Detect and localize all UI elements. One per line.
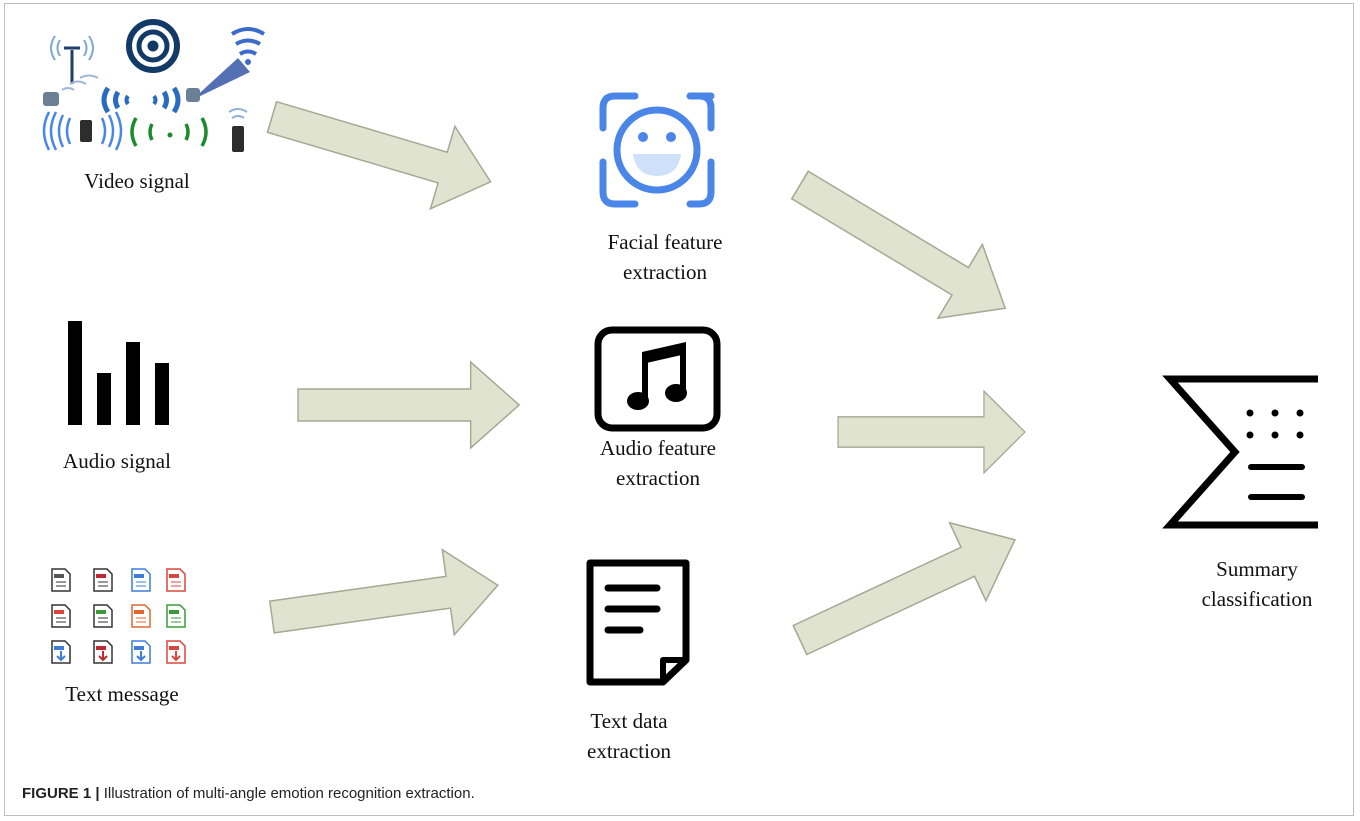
figure-frame <box>4 3 1354 816</box>
sigma-summary-icon <box>1162 375 1318 529</box>
summary-line1: Summary <box>1216 557 1298 581</box>
caption-text: Illustration of multi-angle emotion reco… <box>99 785 475 802</box>
text-data-label: Text data extraction <box>549 706 709 766</box>
facial-feature-line1: Facial feature <box>607 230 723 254</box>
text-data-line2: extraction <box>587 739 671 763</box>
text-data-line1: Text data <box>590 709 668 733</box>
audio-feature-line1: Audio feature <box>599 436 717 460</box>
bar-chart-icon <box>68 321 169 425</box>
figure-caption: FIGURE 1 | Illustration of multi-angle e… <box>22 785 475 802</box>
caption-label: FIGURE 1 | <box>22 785 100 802</box>
arrow-facial-to-summary <box>777 147 1029 346</box>
document-icon <box>586 559 690 686</box>
arrow-video-to-facial <box>259 75 504 224</box>
file-types-icon <box>51 568 186 664</box>
video-signal-label: Video signal <box>84 169 190 193</box>
audio-feature-line2: extraction <box>616 466 700 490</box>
text-message-label: Text message <box>65 682 179 706</box>
summary-classification-label: Summary classification <box>1177 554 1337 614</box>
music-note-icon <box>594 326 721 432</box>
facial-feature-label: Facial feature extraction <box>585 227 745 287</box>
summary-line2: classification <box>1201 587 1313 611</box>
facial-feature-line2: extraction <box>623 260 707 284</box>
arrow-audio-to-audio-feature <box>297 361 520 449</box>
audio-signal-label: Audio signal <box>63 449 171 473</box>
arrow-audio-to-summary <box>837 390 1026 474</box>
arrow-text-to-summary <box>781 500 1034 680</box>
audio-feature-label: Audio feature extraction <box>578 433 738 493</box>
signal-cluster-icon <box>42 19 266 152</box>
face-scan-icon <box>599 92 715 208</box>
arrow-text-to-text-extraction <box>265 541 505 661</box>
